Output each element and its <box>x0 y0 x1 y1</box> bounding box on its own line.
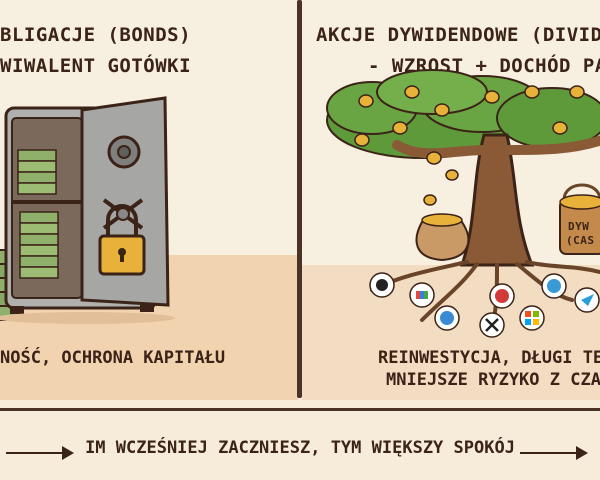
bonds-panel: BLIGACJE (BONDS) WIWALENT GOTÓWKI <box>0 0 298 400</box>
basket-label-line1: DYW <box>568 220 590 233</box>
basket-label-line2: (CAS <box>566 234 595 247</box>
panel-divider <box>297 0 302 398</box>
microsoft-logo-icon <box>519 305 545 331</box>
tree-canopy-icon <box>326 69 600 159</box>
bonds-header-line2: WIWALENT GOTÓWKI <box>0 55 192 77</box>
dividend-header-line1: AKCJE DYWIDENDOWE (DIVID <box>316 24 600 46</box>
dividend-basket-icon <box>559 183 600 255</box>
dividend-caption-line1: REINWESTYCJA, DŁUGI TE <box>378 348 600 368</box>
arrow-right-end-icon <box>576 446 588 460</box>
arrow-left-line <box>6 452 66 454</box>
bonds-caption: NOŚĆ, OCHRONA KAPITAŁU <box>0 348 226 368</box>
bottom-banner <box>0 400 600 480</box>
coin-sack-icon <box>415 213 470 262</box>
arrow-right-line <box>520 452 580 454</box>
money-tree-illustration <box>326 69 600 338</box>
safe-illustration <box>0 96 175 324</box>
dividend-caption-line2: MNIEJSZE RYZYKO Z CZA <box>386 370 600 390</box>
bonds-header-line1: BLIGACJE (BONDS) <box>0 24 192 46</box>
padlock-icon <box>98 204 146 276</box>
dividend-stocks-panel: AKCJE DYWIDENDOWE (DIVID - WZROST + DOCH… <box>302 0 600 400</box>
tree-roots-icon <box>370 260 600 322</box>
banner-top-line <box>0 408 600 411</box>
company-logos <box>369 272 600 338</box>
banner-text: IM WCZEŚNIEJ ZACZNIESZ, TYM WIĘKSZY SPOK… <box>85 438 515 458</box>
coins-icon <box>354 85 585 206</box>
money-bundles-icon <box>17 149 59 279</box>
arrow-right-icon <box>62 446 74 460</box>
